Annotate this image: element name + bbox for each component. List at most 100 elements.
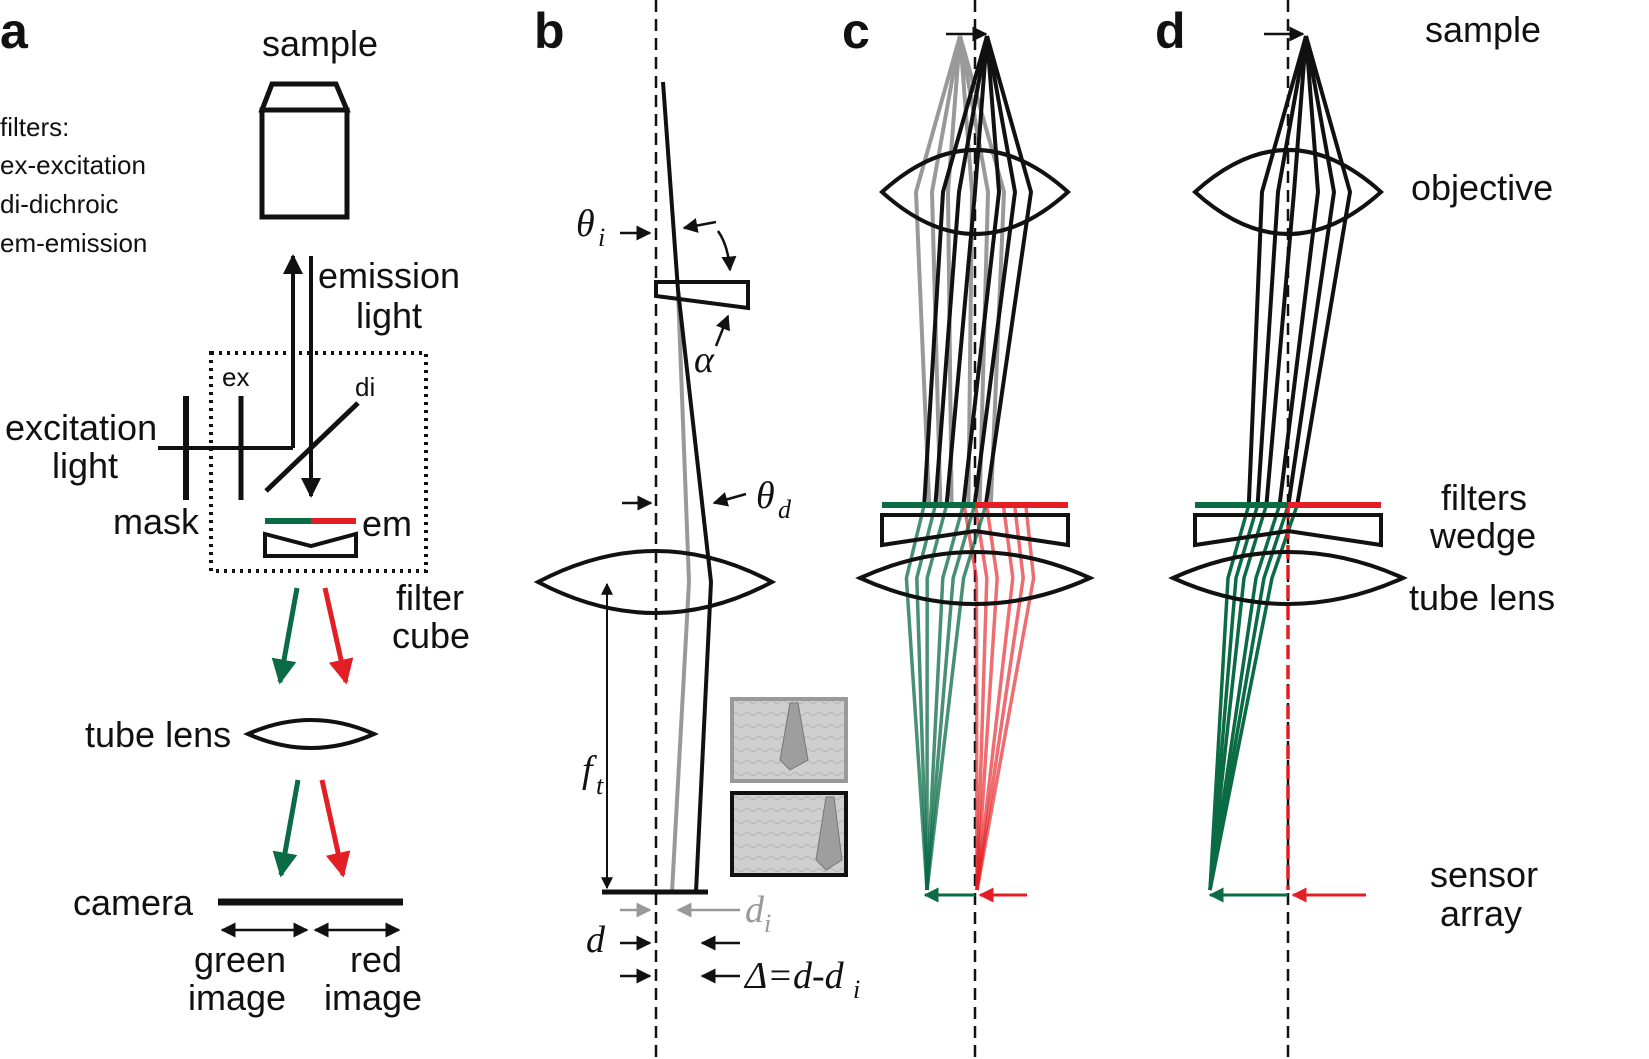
ray-red <box>975 504 999 891</box>
ray-green <box>925 504 949 891</box>
symbol-alpha: α <box>694 339 715 381</box>
inset-image-black-frame <box>730 791 848 877</box>
rays-black-c <box>922 35 1034 506</box>
label-objective: objective <box>1411 167 1553 208</box>
label-tube-lens-cd: tube lens <box>1409 577 1555 618</box>
label-filters-ex: ex-excitation <box>0 150 146 180</box>
ray-black <box>1264 35 1308 506</box>
ray-gray <box>958 35 1007 506</box>
alpha-arrow-bottom <box>714 314 730 347</box>
panel-b: b θ i α θ d f t <box>533 0 860 1059</box>
panel-letter-d: d <box>1155 3 1186 59</box>
ray-green <box>915 504 938 891</box>
ray-green <box>925 504 988 891</box>
symbol-theta-i: θ <box>576 203 595 245</box>
alpha-arrow-top <box>716 230 737 272</box>
label-green-1: green <box>194 939 286 980</box>
symbol-d-i: d <box>745 889 765 931</box>
objective-lens-c <box>879 148 1071 236</box>
wedge-c <box>880 513 1070 548</box>
ray-red <box>975 504 1025 891</box>
symbol-delta-sub: i <box>853 975 860 1004</box>
label-di: di <box>355 372 375 402</box>
ray-gray <box>958 35 975 506</box>
panel-d: d <box>1155 0 1408 1059</box>
red-arrow-lower <box>319 779 351 878</box>
theta-i-arrow-right <box>682 218 717 233</box>
ray-black <box>1295 35 1353 506</box>
ray-black <box>1255 35 1308 506</box>
symbol-theta-d-sub: d <box>778 495 792 524</box>
ray-green <box>1208 504 1260 891</box>
red-arrow-upper <box>322 587 354 685</box>
symbol-d-i-sub: i <box>764 909 771 938</box>
dichroic-mirror <box>264 401 360 493</box>
label-red-2: image <box>324 977 422 1018</box>
symbol-f-sub: t <box>596 771 604 800</box>
rays-black-d <box>1246 35 1353 506</box>
rays-gray-c <box>913 35 1007 506</box>
label-emission-1: emission <box>318 255 460 296</box>
ray-gray <box>945 35 962 506</box>
ray-gray-b <box>670 289 692 893</box>
objective-lens-d <box>1192 148 1384 236</box>
ray-black <box>972 35 1018 506</box>
label-filters-em: em-emission <box>0 228 147 258</box>
label-filters-di: di-dichroic <box>0 189 119 219</box>
ray-green <box>1208 504 1291 891</box>
ray-green <box>1208 504 1251 891</box>
objective-a <box>258 81 351 220</box>
inset-image-gray-frame <box>730 697 848 783</box>
label-filters: filters <box>1441 477 1527 518</box>
ray-black-b <box>661 81 714 893</box>
wedge-b <box>654 280 750 311</box>
symbol-theta-i-sub: i <box>598 223 605 252</box>
symbol-d: d <box>586 919 606 961</box>
symbol-f: f <box>582 749 597 791</box>
green-arrow-upper <box>271 587 300 685</box>
label-mask: mask <box>113 501 200 542</box>
label-array: array <box>1440 893 1522 934</box>
ray-green <box>1208 504 1282 891</box>
ray-black <box>1246 35 1308 506</box>
green-arrow-lower <box>272 779 301 878</box>
ray-gray <box>958 35 991 506</box>
tube-lens-a <box>243 718 379 750</box>
symbol-delta: Δ=d-d <box>743 955 845 997</box>
label-sensor: sensor <box>1430 854 1538 895</box>
wedge-a <box>263 531 358 558</box>
ray-green <box>925 504 977 891</box>
label-emission-2: light <box>356 295 422 336</box>
ray-gray <box>929 35 962 506</box>
ray-red <box>975 504 1015 891</box>
label-wedge: wedge <box>1429 515 1536 556</box>
ray-green <box>1208 504 1269 891</box>
ray-gray <box>913 35 962 506</box>
label-ex: ex <box>222 362 249 392</box>
label-sample-a: sample <box>262 23 378 64</box>
tube-lens-d <box>1168 550 1408 606</box>
label-excitation-1: excitation <box>5 407 157 448</box>
ray-black <box>922 35 989 506</box>
ray-black <box>933 35 989 506</box>
label-excitation-2: light <box>52 445 118 486</box>
wedge-d <box>1193 513 1383 548</box>
ray-green <box>1208 504 1299 891</box>
ray-red <box>975 504 1036 891</box>
theta-d-arrow-right <box>712 492 747 507</box>
ray-black <box>944 35 989 506</box>
rays-color-c <box>904 504 1036 891</box>
panel-c: c <box>842 0 1095 1059</box>
symbol-theta-d: θ <box>756 475 775 517</box>
right-labels: sample objective filters wedge tube lens… <box>1409 9 1555 934</box>
label-sample-cd: sample <box>1425 9 1541 50</box>
rays-color-d <box>1208 504 1299 891</box>
label-cube-1: filter <box>396 577 464 618</box>
ray-black <box>1286 35 1337 506</box>
ray-green <box>904 504 929 891</box>
ray-black <box>961 35 1002 506</box>
panel-letter-c: c <box>842 3 870 59</box>
ray-black <box>983 35 1034 506</box>
label-red-1: red <box>350 939 402 980</box>
